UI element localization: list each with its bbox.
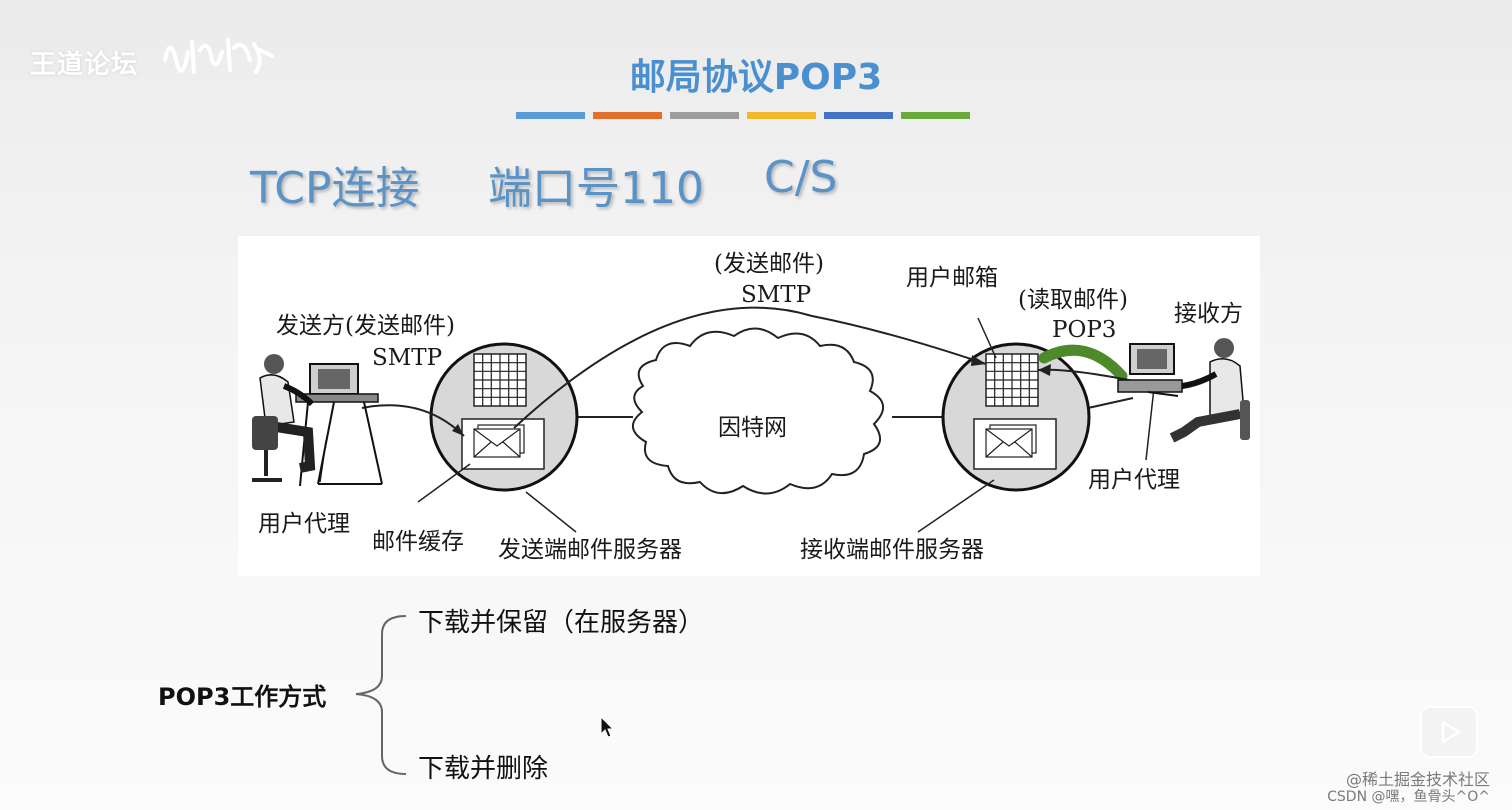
logo-scribble-icon <box>163 38 274 74</box>
title-color-bars <box>516 112 970 119</box>
label-recv-server: 接收端邮件服务器 <box>800 537 984 563</box>
label-pop3: POP3 <box>1052 317 1117 343</box>
color-bar-6 <box>901 112 970 119</box>
recv-mail-server <box>941 342 1091 492</box>
label-user-agent-left: 用户代理 <box>258 511 350 537</box>
label-user-agent-right: 用户代理 <box>1088 467 1180 493</box>
color-bar-2 <box>593 112 662 119</box>
label-sender: 发送方(发送邮件) <box>276 313 455 339</box>
pop3-mode-delete: 下载并删除 <box>418 754 549 784</box>
play-button[interactable] <box>1420 706 1478 758</box>
envelope-icon <box>461 418 545 470</box>
label-receiver: 接收方 <box>1174 301 1243 327</box>
label-read-mail: (读取邮件) <box>1018 287 1128 313</box>
label-smtp-top: SMTP <box>741 282 812 308</box>
subtitle-tcp: TCP连接 <box>250 163 420 214</box>
cursor-icon <box>600 716 615 738</box>
brace-icon <box>355 615 407 775</box>
color-bar-3 <box>670 112 739 119</box>
receiver-computer-user-icon <box>1117 338 1250 443</box>
send-mail-server <box>429 342 579 492</box>
subtitle-port: 端口号110 <box>488 163 704 214</box>
email-diagram: (发送邮件) SMTP 发送方(发送邮件) SMTP 用户邮箱 (读取邮件) P… <box>238 236 1260 576</box>
page-title: 邮局协议POP3 <box>629 57 883 98</box>
label-user-mailbox: 用户邮箱 <box>906 265 998 291</box>
mailbox-grid-icon <box>473 353 527 407</box>
label-smtp-top-paren: (发送邮件) <box>714 251 824 277</box>
sender-computer-user-icon <box>252 354 383 487</box>
color-bar-5 <box>824 112 893 119</box>
logo-text: 王道论坛 <box>30 50 139 80</box>
subtitle-mode: C/S <box>764 152 838 203</box>
pop3-modes-label: POP3工作方式 <box>158 683 327 711</box>
label-send-server: 发送端邮件服务器 <box>498 537 682 563</box>
pop3-mode-keep: 下载并保留（在服务器） <box>418 608 705 638</box>
diagram-graphics <box>252 306 1250 533</box>
play-icon <box>1441 720 1461 744</box>
watermark-line1: @稀土掘金技术社区 <box>1345 770 1490 789</box>
cloud-icon <box>632 327 884 495</box>
mailbox-grid-icon <box>985 353 1039 407</box>
label-internet: 因特网 <box>718 415 787 441</box>
watermark-line2: CSDN @嘿，鱼骨头^O^ <box>1327 789 1490 805</box>
color-bar-1 <box>516 112 585 119</box>
envelope-icon <box>973 418 1057 470</box>
label-mail-cache: 邮件缓存 <box>372 529 464 555</box>
label-sender-smtp: SMTP <box>372 345 443 371</box>
color-bar-4 <box>747 112 816 119</box>
